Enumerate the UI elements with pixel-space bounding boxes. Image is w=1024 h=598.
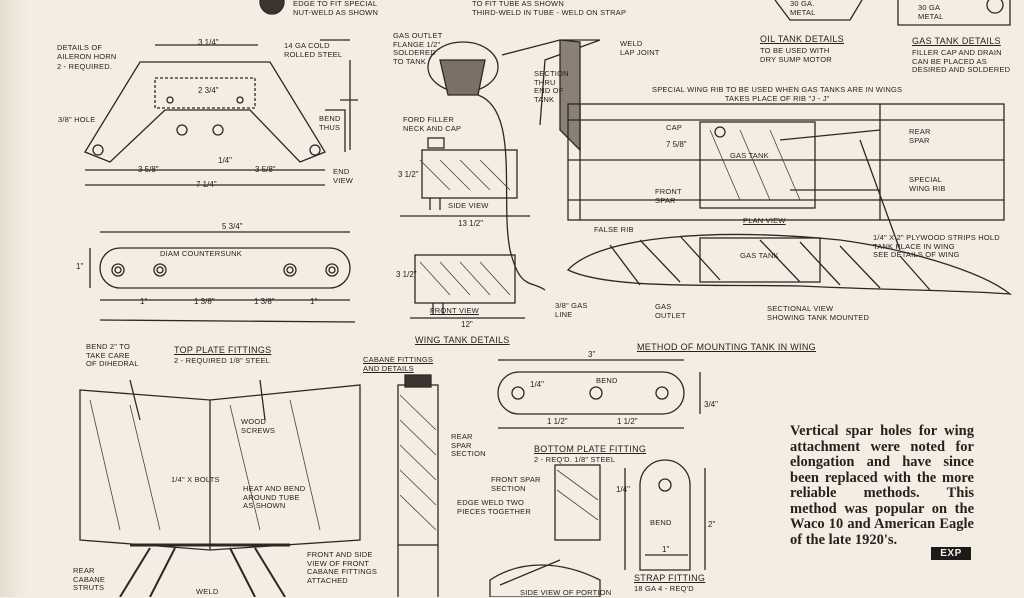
bend-thus-note: BEND THUS <box>319 114 341 132</box>
gas-line-label: 3/8" GAS LINE <box>555 301 588 319</box>
wing-rib-header: SPECIAL WING RIB TO BE USED WHEN GAS TAN… <box>652 85 903 103</box>
wood-screws-label: WOOD SCREWS <box>241 417 276 435</box>
bottom-plate-title: BOTTOM PLATE FITTING <box>534 444 647 454</box>
dim-aileron-6: 7 1/4" <box>196 180 217 189</box>
oil-tank-note: TO BE USED WITH DRY SUMP MOTOR <box>760 46 832 64</box>
dim-plate-5: 1" <box>310 297 318 306</box>
special-rib-label: SPECIAL WING RIB <box>909 175 946 193</box>
oil-metal-label: 30 GA. METAL <box>790 0 816 17</box>
dim-tank-3: 3 1/2" <box>398 170 419 179</box>
front-spar-section-label: FRONT SPAR SECTION <box>491 475 541 493</box>
cabane-title: CABANE FITTINGS AND DETAILS <box>363 355 434 373</box>
false-rib-label: FALSE RIB <box>594 225 634 234</box>
caption-text: Vertical spar holes for wing attachment … <box>790 423 974 548</box>
bottom-plate-subtitle: 2 - REQ'D. 1/8" STEEL <box>534 455 616 464</box>
dim-plate-4: 1 3/8" <box>254 297 275 306</box>
front-spar-label: FRONT SPAR <box>655 187 682 205</box>
dim-bottom-4: 1 1/2" <box>617 417 638 426</box>
oil-tank-partial <box>774 0 863 21</box>
dim-plate-6: 1" <box>76 262 84 271</box>
oil-tank-title: OIL TANK DETAILS <box>760 34 844 44</box>
cabane-drawing <box>79 374 601 597</box>
bend-dihedral-note: BEND 2" TO TAKE CARE OF DIHEDRAL <box>86 342 139 368</box>
wing-tank-drawing <box>400 39 601 319</box>
gas-outlet-flange-label: GAS OUTLET FLANGE 1/2" SOLDERED TO TANK <box>393 31 443 66</box>
dim-strap-1: 1/4" <box>616 485 630 494</box>
edge-weld-label: EDGE WELD TWO PIECES TOGETHER <box>457 498 531 516</box>
sectional-view-label: SECTIONAL VIEW SHOWING TANK MOUNTED <box>767 304 870 322</box>
dim-tank-2: 12" <box>461 320 473 329</box>
heat-bend-label: HEAT AND BEND AROUND TUBE AS SHOWN <box>243 484 306 510</box>
weld-label: WELD <box>196 587 219 596</box>
dim-bottom-3: 1 1/2" <box>547 417 568 426</box>
dim-aileron-1: 3 1/4" <box>198 38 219 47</box>
strap-fitting-title: STRAP FITTING <box>634 573 706 583</box>
top-plate-drawing <box>89 231 356 323</box>
gas-tank-plan-label: GAS TANK <box>730 151 769 160</box>
hole-note: 3/8" HOLE <box>58 115 96 124</box>
dim-plate-1: 5 3/4" <box>222 222 243 231</box>
side-view-label: SIDE VIEW <box>448 201 489 210</box>
dim-bottom-5: 3/4" <box>704 400 718 409</box>
dim-plate-3: 1 3/8" <box>194 297 215 306</box>
aileron-horn-drawing <box>84 39 358 186</box>
front-side-label: FRONT AND SIDE VIEW OF FRONT CABANE FITT… <box>307 550 378 585</box>
dim-aileron-4: 3 5/8" <box>138 165 159 174</box>
dim-tank-4: 3 1/2" <box>396 270 417 279</box>
dim-rib: 7 5/8" <box>666 140 687 149</box>
section-label: SECTION THRU END OF TANK <box>534 69 569 104</box>
aileron-horn-title: DETAILS OF AILERON HORN <box>57 43 117 61</box>
dim-bottom-1: 3" <box>588 350 596 359</box>
countersunk-label: DIAM COUNTERSUNK <box>160 249 242 258</box>
dim-aileron-3: 1/4" <box>218 156 232 165</box>
gas-tank-note: FILLER CAP AND DRAIN CAN BE PLACED AS DE… <box>912 48 1011 74</box>
front-view-label: FRONT VIEW <box>430 306 479 315</box>
dim-aileron-2: 2 3/4" <box>198 86 219 95</box>
edge-fit-label: EDGE TO FIT SPECIAL NUT-WELD AS SHOWN <box>293 0 379 17</box>
weld-lap-label: WELD LAP JOINT <box>620 39 660 57</box>
top-plate-title: TOP PLATE FITTINGS <box>174 345 272 355</box>
cap-label: CAP <box>666 123 683 132</box>
strap-fitting-subtitle: 18 GA 4 - REQ'D <box>634 584 694 593</box>
rear-spar-label: REAR SPAR <box>909 127 931 145</box>
rear-struts-label: REAR CABANE STRUTS <box>73 566 106 592</box>
bottom-bend-label: BEND <box>596 376 618 385</box>
dim-strap-3: 2" <box>708 520 716 529</box>
end-view-note: END VIEW <box>333 167 353 185</box>
dim-aileron-5: 3 5/8" <box>255 165 276 174</box>
exp-badge: EXP <box>931 547 971 560</box>
method-title: METHOD OF MOUNTING TANK IN WING <box>637 342 816 352</box>
wing-tank-title: WING TANK DETAILS <box>415 335 510 345</box>
bottom-plate-drawing <box>497 359 701 429</box>
gas-outlet-label: GAS OUTLET <box>655 302 686 320</box>
aileron-horn-subtitle: 2 - REQUIRED. <box>57 62 113 71</box>
ford-filler-label: FORD FILLER NECK AND CAP <box>403 115 462 133</box>
bolts-label: 1/4" X BOLTS <box>171 475 220 484</box>
gas-tank-section-label: GAS TANK <box>740 251 779 260</box>
tube-weld-label: TO FIT TUBE AS SHOWN THIRD-WELD IN TUBE … <box>472 0 627 17</box>
plan-view-label: PLAN VIEW <box>743 216 786 225</box>
dim-tank-1: 13 1/2" <box>458 219 484 228</box>
rear-spar-section-label: REAR SPAR SECTION <box>451 432 486 458</box>
strap-bend-label: BEND <box>650 518 672 527</box>
side-view-portion-label: SIDE VIEW OF PORTION <box>520 588 612 597</box>
plywood-note: 1/4" X 2" PLYWOOD STRIPS HOLD TANK PLACE… <box>873 233 1000 259</box>
steel-note: 14 GA COLD ROLLED STEEL <box>284 41 343 59</box>
gas-metal-label: 30 GA METAL <box>918 3 944 21</box>
page-gutter <box>0 0 30 597</box>
strap-fitting-drawing <box>624 459 706 571</box>
dim-plate-2: 1" <box>140 297 148 306</box>
gas-tank-title: GAS TANK DETAILS <box>912 36 1001 46</box>
dim-bottom-2: 1/4" <box>530 380 544 389</box>
dim-strap-2: 1" <box>662 545 670 554</box>
top-plate-subtitle: 2 - REQUIRED 1/8" STEEL <box>174 356 271 365</box>
wing-rib-drawing <box>566 103 1013 295</box>
